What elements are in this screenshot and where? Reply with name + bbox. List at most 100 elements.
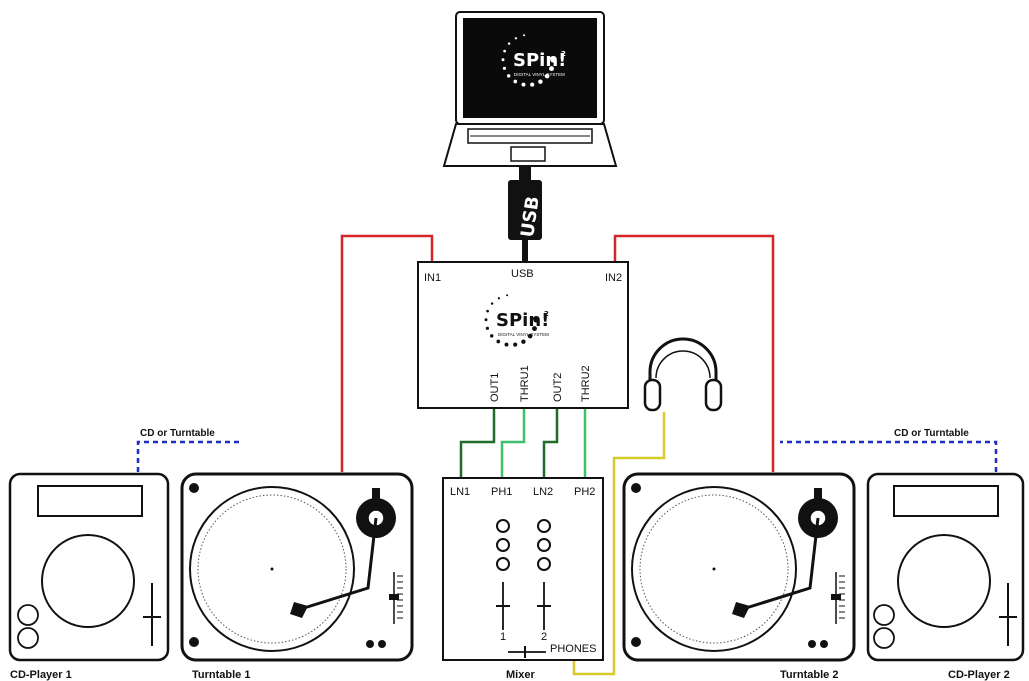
interface-in1-label: IN1 — [424, 272, 441, 284]
caption-turntable-2: Turntable 2 — [780, 669, 838, 681]
mixer-knob-ch1 — [496, 538, 510, 552]
mixer-input-ph2: PH2 — [574, 486, 595, 498]
cd-player-1-button-b — [17, 627, 39, 649]
interface-logo-dot — [496, 339, 501, 344]
mixer-knobs — [496, 519, 551, 571]
turntable-1-pitch-knob — [389, 594, 399, 600]
mixer-knob-ch2 — [537, 519, 551, 533]
laptop-logo-dot — [544, 73, 550, 79]
dashed-line-left — [136, 440, 240, 472]
turntable-1-speed-button — [189, 637, 199, 647]
interface-logo-dot — [497, 297, 501, 300]
headphones-icon — [643, 337, 723, 412]
cable-thru1-ph1 — [500, 408, 526, 478]
laptop-logo-dot — [550, 57, 556, 63]
turntable-2-pitch-knob — [831, 594, 841, 600]
interface-logo-dot — [506, 294, 509, 297]
headphones-right-cup — [704, 378, 723, 412]
laptop-logo-dot — [507, 42, 511, 45]
laptop-screen — [463, 18, 597, 118]
interface-logo-dot — [490, 302, 494, 305]
laptop-logo-dot — [506, 74, 511, 78]
mixer-input-ln1: LN1 — [450, 486, 470, 498]
laptop-logo-dot — [549, 66, 554, 72]
cd-player-2 — [866, 472, 1025, 662]
turntable-1-foot-dot — [378, 640, 386, 648]
turntable-2-counterweight — [814, 488, 822, 502]
usb-plug: USB — [508, 180, 544, 240]
interface-logo-dot — [532, 326, 537, 332]
turntable-2-headshell — [732, 602, 750, 618]
turntable-1-start-button — [189, 483, 199, 493]
mixer-input-ln2: LN2 — [533, 486, 553, 498]
laptop-logo-dot — [530, 82, 535, 87]
turntable-1-counterweight — [372, 488, 380, 502]
laptop-logo-dot — [503, 49, 506, 53]
usb-cable-lower — [522, 240, 528, 264]
interface-logo-dot — [486, 309, 489, 313]
laptop-logo-dot — [538, 79, 543, 84]
interface-logo-dot — [485, 326, 489, 330]
interface-logo-tagline: DIGITAL VINYL SYSTEM — [498, 332, 549, 337]
interface-usb-label: USB — [511, 268, 534, 280]
turntable-2-speed-button — [631, 637, 641, 647]
headphone-cable — [572, 412, 666, 676]
cd-player-1-jogwheel — [41, 534, 135, 628]
interface-logo-text: SPin! — [496, 310, 549, 331]
mixer-knob-ch2 — [537, 538, 551, 552]
cable-out2-ln2 — [542, 408, 559, 478]
cd-player-1-display — [37, 485, 143, 517]
interface-logo-dot — [533, 317, 539, 323]
interface-logo-dot — [521, 339, 526, 344]
interface-in2-label: IN2 — [605, 272, 622, 284]
interface-box: IN1 USB IN2 SPin! 2 DIGITAL VINYL SYSTEM… — [417, 261, 629, 409]
dashed-line-right — [780, 440, 998, 472]
turntable-2-foot-dot — [808, 640, 816, 648]
cd-player-1 — [8, 472, 170, 662]
mixer-input-ph1: PH1 — [491, 486, 512, 498]
laptop-logo-dot — [513, 79, 518, 84]
port-thru1: THRU1 — [519, 365, 531, 402]
usb-plug-body — [508, 180, 542, 240]
interface-logo-dot — [489, 334, 494, 338]
cable-out1-ln1 — [459, 408, 496, 478]
turntable-1-headshell — [290, 602, 308, 618]
interface-body — [417, 261, 629, 409]
turntable-2 — [622, 472, 856, 662]
mixer: LN1 PH1 LN2 PH2 1 2 PHONES — [442, 477, 604, 661]
cd-player-2-button-a — [873, 604, 895, 626]
interface-logo-mark: 2 — [544, 310, 549, 318]
caption-mixer: Mixer — [506, 669, 535, 681]
mixer-channel-1-label: 1 — [500, 631, 506, 643]
cd-player-2-jogwheel — [897, 534, 991, 628]
caption-cd-player-1: CD-Player 1 — [10, 669, 72, 681]
laptop-trackpad — [510, 146, 546, 162]
headphones-band — [648, 337, 718, 392]
laptop-logo-text: SPin! — [513, 50, 566, 71]
port-thru2: THRU2 — [580, 365, 592, 402]
laptop-logo-dot — [502, 66, 506, 70]
interface-logo-dot — [484, 318, 488, 322]
laptop-logo-dot — [523, 34, 526, 37]
turntable-1-foot-dot — [366, 640, 374, 648]
interface-logo-dot — [504, 342, 509, 347]
red-cable-in1 — [340, 234, 434, 472]
turntable-1 — [180, 472, 414, 662]
mixer-knob-ch1 — [496, 519, 510, 533]
caption-cd-player-2: CD-Player 2 — [948, 669, 1010, 681]
laptop-logo: SPin! 2 DIGITAL VINYL SYSTEM — [501, 34, 566, 87]
mixer-knob-ch1 — [496, 557, 510, 571]
laptop-logo-dot — [514, 37, 518, 40]
red-cable-in2 — [613, 234, 775, 472]
laptop: SPin! 2 DIGITAL VINYL SYSTEM — [442, 11, 618, 167]
interface-logo-dot — [513, 342, 518, 347]
turntable-1-tonearm — [303, 517, 378, 610]
turntable-2-foot-dot — [820, 640, 828, 648]
dashed-label-right: CD or Turntable — [894, 428, 969, 439]
turntable-2-spindle — [712, 567, 716, 571]
interface-logo-dot — [527, 333, 533, 339]
port-out1: OUT1 — [489, 373, 501, 402]
laptop-logo-mark: 2 — [561, 50, 566, 58]
turntable-2-start-button — [631, 483, 641, 493]
mixer-knob-ch2 — [537, 557, 551, 571]
